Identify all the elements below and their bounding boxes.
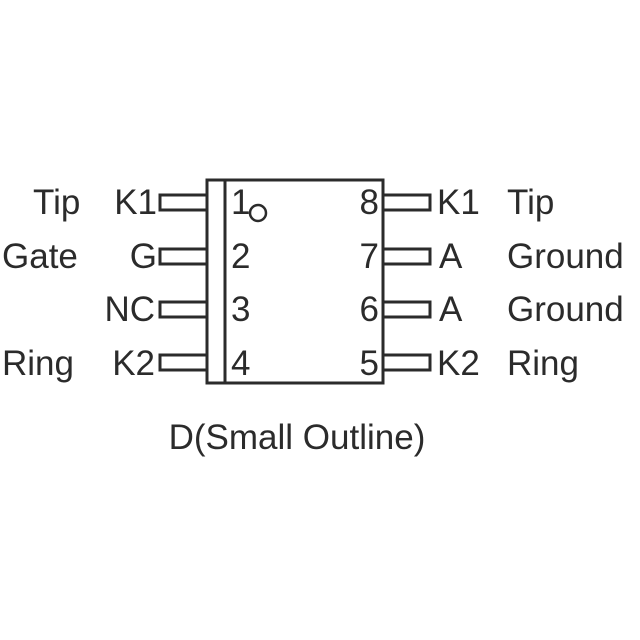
right-pin-labels: 8 K1 Tip 7 A Ground 6 A Ground 5 K2 Ring bbox=[360, 183, 624, 383]
pin-5-function: Ring bbox=[507, 344, 579, 383]
pin-7-number: 7 bbox=[360, 237, 379, 276]
lead-pin-1 bbox=[158, 193, 209, 212]
pin-leads bbox=[158, 193, 432, 372]
lead-pin-4 bbox=[158, 353, 209, 372]
pin-1-number: 1 bbox=[231, 183, 250, 222]
left-pin-labels: Tip K1 1 Gate G 2 NC 3 Ring K2 4 bbox=[2, 183, 250, 383]
pin-7-symbol: A bbox=[439, 237, 463, 276]
ic-body-outline bbox=[205, 178, 385, 385]
lead-pin-8 bbox=[381, 193, 432, 212]
pin-7-function: Ground bbox=[507, 237, 624, 276]
lead-pin-6 bbox=[381, 300, 432, 319]
pin-4-function: Ring bbox=[2, 344, 74, 383]
lead-pin-5 bbox=[381, 353, 432, 372]
pin-1-function: Tip bbox=[33, 183, 80, 222]
pin-8-function: Tip bbox=[507, 183, 554, 222]
lead-pin-7 bbox=[381, 247, 432, 266]
ic-package-body bbox=[205, 178, 385, 385]
pin1-indicator-dot bbox=[248, 203, 268, 223]
pin-2-function: Gate bbox=[2, 237, 78, 276]
pin-1-symbol: K1 bbox=[114, 183, 157, 222]
pin-8-number: 8 bbox=[360, 183, 379, 222]
pin-8-symbol: K1 bbox=[437, 183, 480, 222]
pin-4-symbol: K2 bbox=[112, 344, 155, 383]
pin-3-number: 3 bbox=[231, 290, 250, 329]
pin-5-symbol: K2 bbox=[437, 344, 480, 383]
pin-3-symbol: NC bbox=[104, 290, 155, 329]
package-caption: D(Small Outline) bbox=[169, 418, 426, 457]
pin-4-number: 4 bbox=[231, 344, 250, 383]
pin-6-function: Ground bbox=[507, 290, 624, 329]
pin-5-number: 5 bbox=[360, 344, 379, 383]
lead-pin-2 bbox=[158, 247, 209, 266]
lead-pin-3 bbox=[158, 300, 209, 319]
pin-6-symbol: A bbox=[439, 290, 463, 329]
pin-2-symbol: G bbox=[130, 237, 157, 276]
pin-2-number: 2 bbox=[231, 237, 250, 276]
pin-6-number: 6 bbox=[360, 290, 379, 329]
